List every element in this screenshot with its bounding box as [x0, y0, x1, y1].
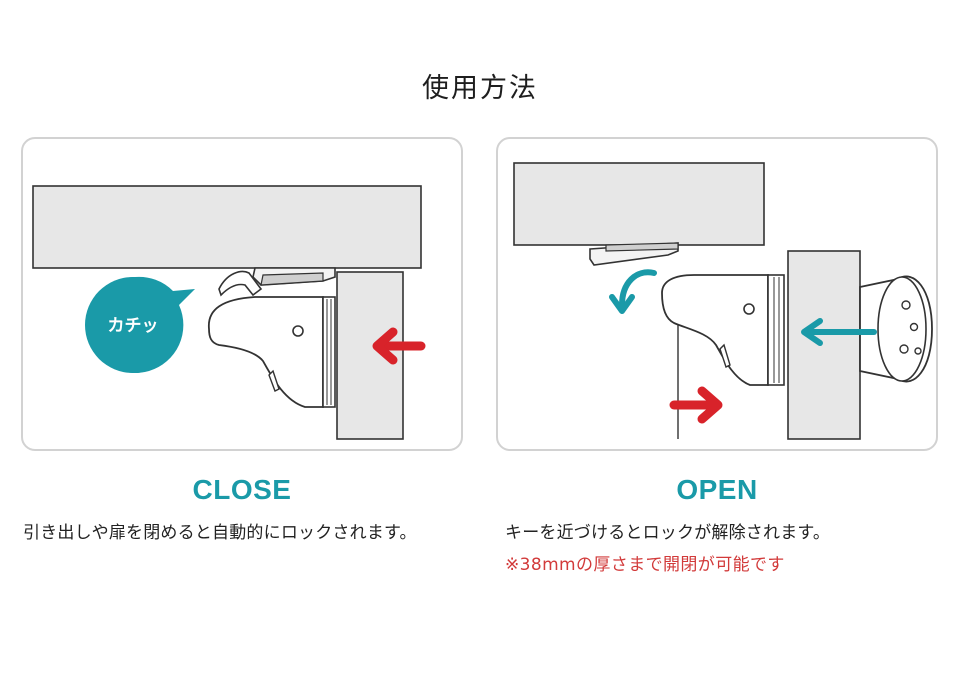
thickness-note: ※38mmの厚さまで開閉が可能です [505, 555, 785, 575]
open-description: キーを近づけるとロックが解除されます。 [505, 523, 831, 543]
screw-hole [743, 303, 755, 315]
rotate-arrow-icon [609, 269, 657, 314]
screw-hole [292, 325, 304, 337]
close-description: 引き出しや扉を閉めると自動的にロックされます。 [23, 523, 417, 543]
close-illustration-panel: カチッ [21, 137, 463, 451]
push-left-arrow-icon [372, 327, 426, 365]
table-top [32, 185, 422, 269]
lock-body [661, 274, 769, 386]
close-heading: CLOSE [192, 474, 292, 505]
key-approach-arrow-icon [801, 318, 877, 346]
table-top [513, 162, 765, 246]
lock-body [208, 296, 324, 408]
open-heading: OPEN [676, 474, 758, 505]
magnetic-key-icon [859, 275, 933, 383]
open-illustration-panel [496, 137, 938, 451]
pull-right-arrow-icon [669, 386, 723, 424]
click-sound-text: カチッ [108, 316, 159, 336]
close-illustration: カチッ [32, 185, 426, 440]
latch-hook [218, 270, 263, 297]
page-title: 使用方法 [422, 73, 538, 104]
open-illustration [513, 162, 933, 440]
cabinet-door [787, 250, 861, 440]
